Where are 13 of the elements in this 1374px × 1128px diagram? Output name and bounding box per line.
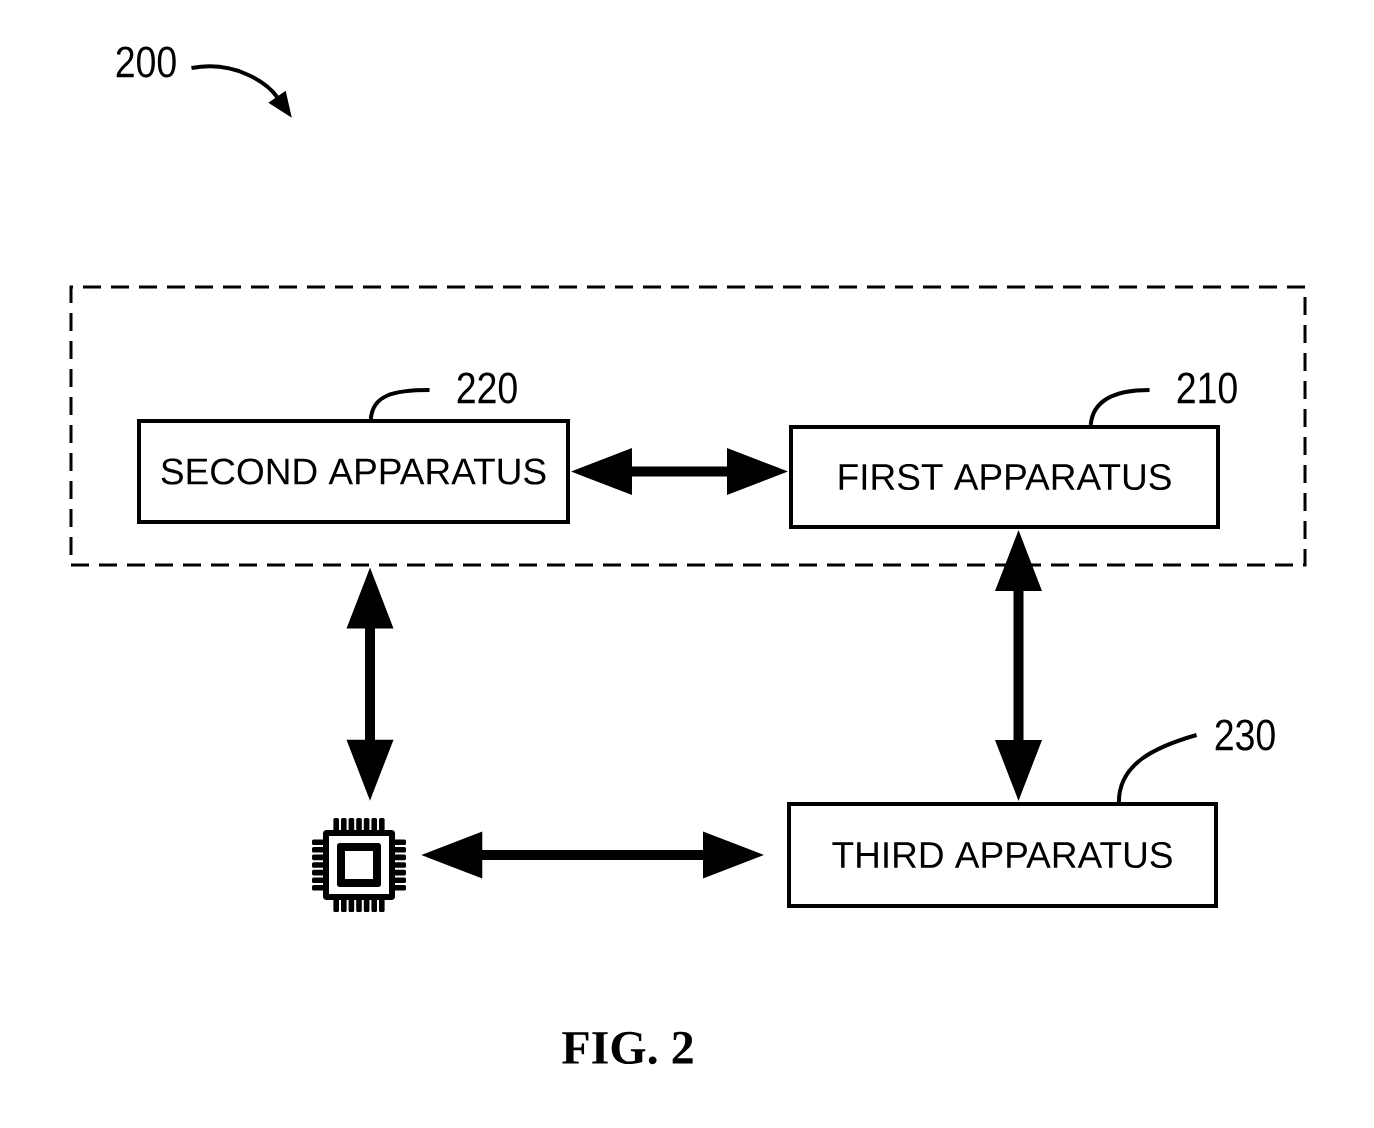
- callout-number: 210: [1177, 372, 1237, 404]
- chip-icon: [312, 818, 406, 912]
- leader-line: [368, 388, 430, 420]
- leader-line: [1116, 733, 1198, 803]
- leader-line: [1088, 388, 1150, 426]
- callout-number: 220: [457, 372, 517, 404]
- block-box: SECOND APPARATUS: [137, 419, 570, 524]
- figure-caption: FIG. 2: [562, 1031, 693, 1065]
- callout-number: 230: [1215, 719, 1275, 751]
- callout-number: 200: [116, 46, 176, 78]
- block-box: THIRD APPARATUS: [787, 802, 1218, 908]
- block-box: FIRST APPARATUS: [789, 425, 1220, 529]
- dashed-box: [69, 285, 1307, 567]
